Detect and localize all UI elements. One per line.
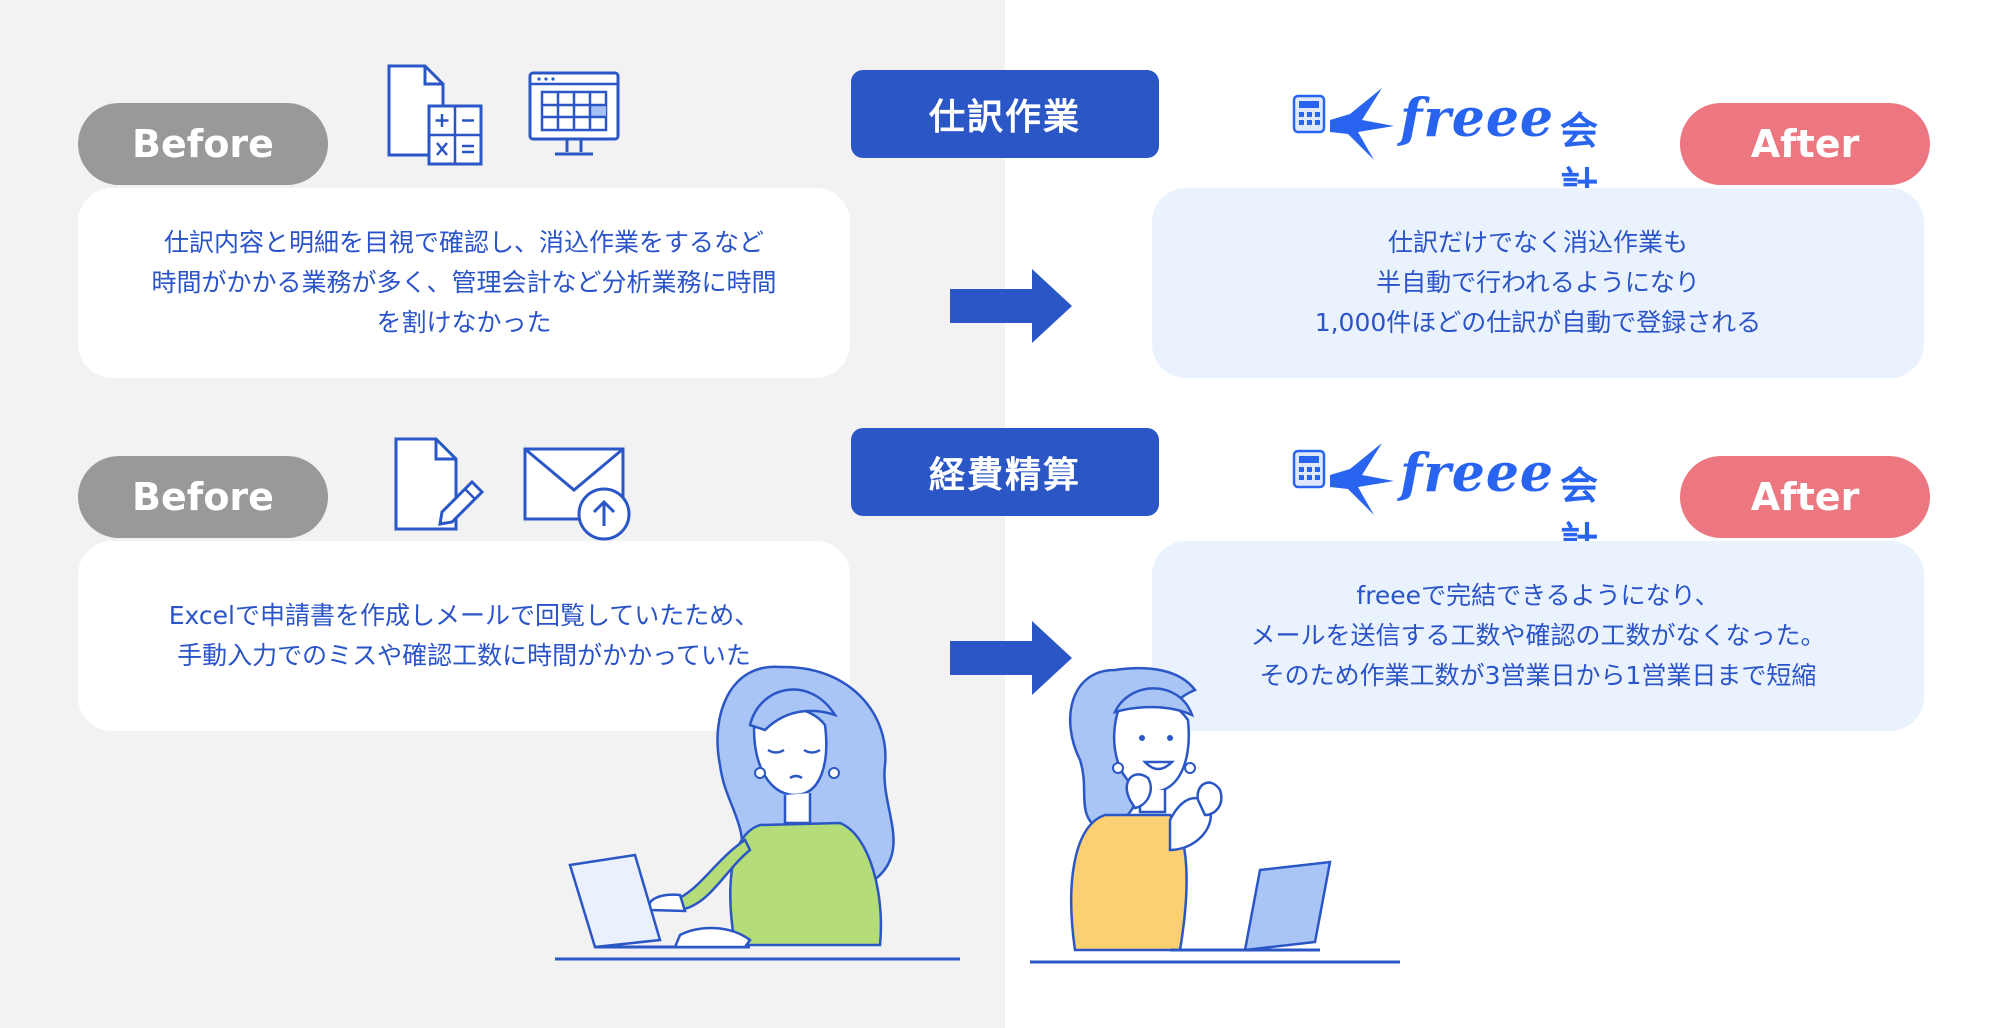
before-badge: Before [78,103,328,185]
document-edit-icon [392,436,488,540]
calculator-bird-icon [1292,443,1394,515]
freee-logo-text: freee [1400,443,1555,504]
category-label-journal: 仕訳作業 [851,70,1159,158]
right-arrow-icon [950,269,1072,343]
worried-woman-at-laptop-illustration [555,665,960,961]
freee-logo: freee 会計 [1290,82,1640,208]
after-description-card: 仕訳だけでなく消込作業も 半自動で行われるようになり 1,000件ほどの仕訳が自… [1152,188,1924,378]
freee-logo-text: freee [1400,88,1555,149]
after-description-card: freeeで完結できるようになり、 メールを送信する工数や確認の工数がなくなった… [1152,541,1924,731]
right-arrow-icon [950,621,1072,695]
before-description-card: Excelで申請書を作成しメールで回覧していたため、 手動入力でのミスや確認工数… [78,541,850,731]
after-badge: After [1680,103,1930,185]
category-label-expense: 経費精算 [851,428,1159,516]
freee-logo: freee 会計 [1290,437,1640,563]
before-badge: Before [78,456,328,538]
calculator-bird-icon [1292,88,1394,160]
before-description-card: 仕訳内容と明細を目視で確認し、消込作業をするなど 時間がかかる業務が多く、管理会… [78,188,850,378]
happy-woman-illustration [1030,666,1400,964]
mail-upload-icon [522,446,634,546]
monitor-spreadsheet-icon [527,70,621,166]
document-calculator-icon [385,63,485,172]
after-badge: After [1680,456,1930,538]
